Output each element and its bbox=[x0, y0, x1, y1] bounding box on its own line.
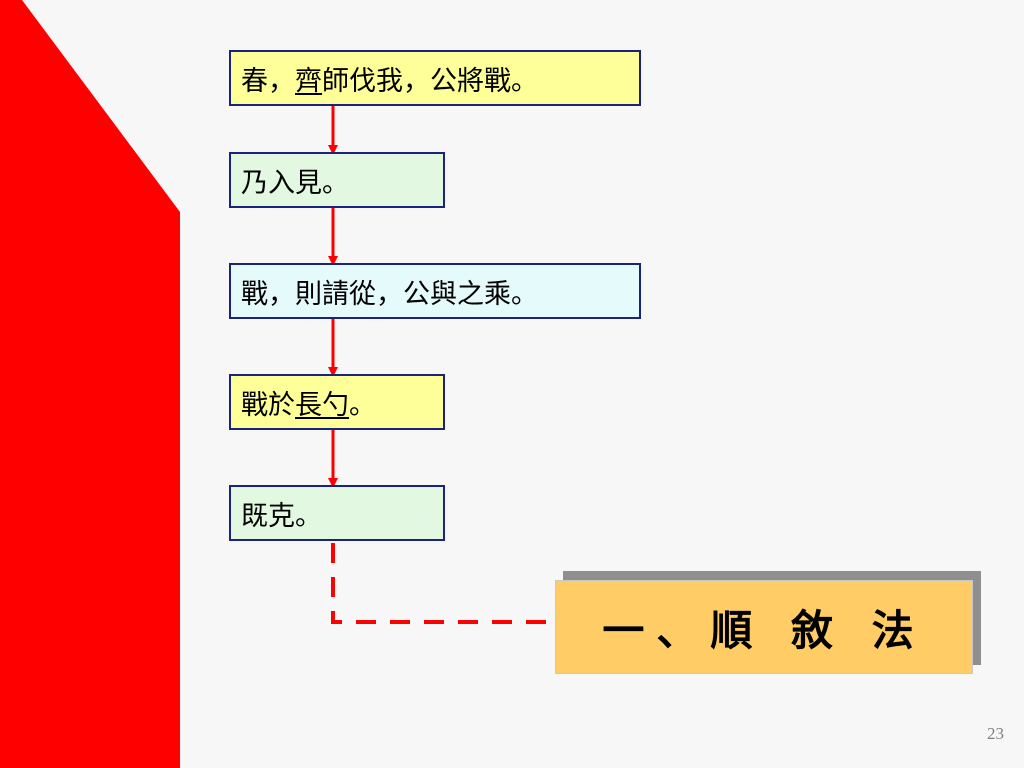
page-number: 23 bbox=[987, 724, 1004, 743]
flow-step-5-text: 既克。 bbox=[241, 500, 322, 532]
flow-step-3-text: 戰，則請從，公與之乘。 bbox=[241, 278, 538, 310]
method-label: 一、順 敘 法 bbox=[602, 605, 926, 655]
flow-step-5: 既克。 bbox=[229, 485, 445, 541]
dashed-connector bbox=[331, 543, 548, 624]
flow-step-3: 戰，則請從，公與之乘。 bbox=[229, 263, 641, 319]
underlined-term-changshao: 長勺 bbox=[295, 389, 349, 421]
flow-step-4-text: 戰於長勺。 bbox=[241, 389, 376, 421]
flow-step-2: 乃入見。 bbox=[229, 152, 445, 208]
flow-step-2-text: 乃入見。 bbox=[241, 167, 349, 199]
red-side-panel bbox=[0, 0, 180, 768]
flow-step-1-text: 春，齊師伐我，公將戰。 bbox=[241, 65, 538, 97]
flow-step-4: 戰於長勺。 bbox=[229, 374, 445, 430]
flow-step-1: 春，齊師伐我，公將戰。 bbox=[229, 50, 641, 106]
underlined-term-qi: 齊 bbox=[295, 65, 322, 97]
method-label-box: 一、順 敘 法 bbox=[555, 580, 973, 674]
